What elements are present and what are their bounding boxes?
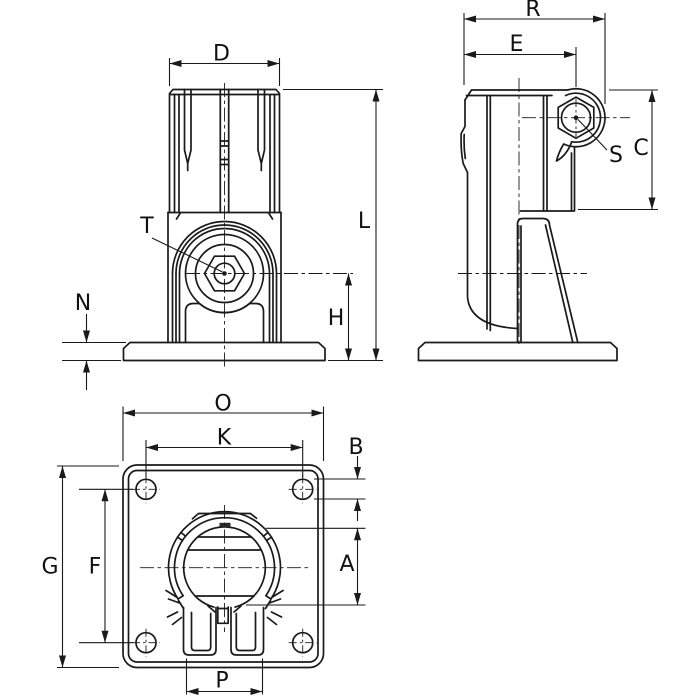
leg-left-inner: [190, 611, 212, 652]
dim-F-extensions: [79, 488, 133, 644]
dim-label-l: L: [358, 209, 371, 234]
leg-right-inner: [235, 611, 257, 652]
dim-label-a: A: [339, 552, 354, 577]
lug-inner: [564, 92, 602, 144]
side-step-edge: [519, 146, 576, 212]
dim-label-d: D: [213, 42, 230, 67]
dim-label-b: B: [348, 435, 363, 460]
dim-label-r: R: [525, 0, 540, 22]
slot-tab: [216, 606, 230, 625]
flange-inner: [127, 469, 319, 663]
bore-top-slot: [219, 522, 231, 528]
dim-A-extensions: [246, 527, 366, 606]
dim-N-extensions: [62, 341, 126, 362]
dim-label-t: T: [139, 214, 154, 239]
housing-sides: [167, 211, 282, 344]
dim-L-extensions: [283, 88, 383, 362]
side-rib: [516, 217, 579, 344]
bottom-view: O K B A G F P: [41, 392, 366, 695]
ring-split-marks: [176, 531, 273, 542]
side-top-edge: [464, 89, 568, 101]
dim-T-leader: [151, 237, 223, 273]
dim-R-extensions: [463, 13, 606, 104]
dim-label-o: O: [214, 392, 231, 417]
dim-label-e: E: [510, 32, 524, 57]
front-view: D L H N T: [62, 42, 383, 390]
dim-B-extensions: [314, 478, 366, 500]
collet-slot-right: [257, 88, 266, 172]
dim-label-h: H: [328, 306, 345, 331]
dim-label-p: P: [215, 669, 228, 694]
side-left-edge: [460, 99, 519, 330]
dim-label-g: G: [41, 555, 58, 580]
dim-G-extensions: [57, 465, 119, 669]
dim-label-s: S: [609, 143, 623, 168]
serrations-left: [165, 589, 216, 626]
side-inner-lines: [486, 94, 492, 332]
hub-arc-tangents: [171, 272, 278, 344]
dim-S-leader: [577, 119, 608, 151]
side-right-column: [542, 94, 548, 212]
ring-end-caps: [177, 594, 272, 600]
hex-nut-side: [557, 96, 595, 140]
dim-label-n: N: [75, 291, 91, 316]
leg-left: [182, 606, 217, 656]
base-front: [122, 341, 326, 362]
base-side: [417, 341, 618, 362]
side-view: R E S C: [417, 0, 658, 362]
collet-slot-left: [183, 88, 192, 172]
dim-label-c: C: [633, 136, 648, 161]
dim-label-k: K: [217, 426, 232, 451]
leg-right: [230, 606, 265, 656]
flange-outer: [122, 464, 325, 669]
post-edge-lines: [173, 93, 276, 214]
dim-label-f: F: [89, 555, 102, 580]
